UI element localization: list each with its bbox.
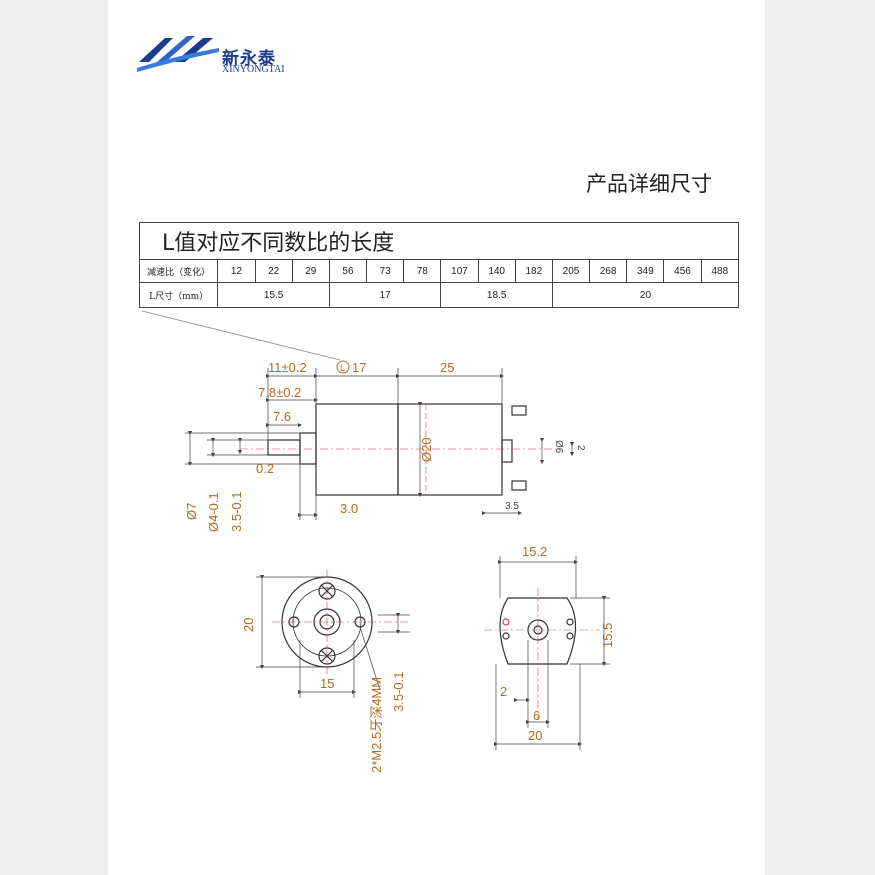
brand-name-en: XINYONGTAI xyxy=(222,64,285,75)
dim-3-0: 3.0 xyxy=(340,501,358,516)
gearbox-body xyxy=(315,403,399,496)
dim-20: 20 xyxy=(241,618,256,632)
ratio-cell: 488 xyxy=(700,259,740,283)
dim-15-2: 15.2 xyxy=(522,544,547,559)
dim-20: 20 xyxy=(528,728,542,743)
front-view-labels: 20 15 3.5-0.1 2*M2.5牙深4MM xyxy=(241,618,406,773)
dim-2: 2 xyxy=(500,684,507,699)
front-view-dimensions xyxy=(256,574,410,698)
dim-2: 2 xyxy=(575,445,586,451)
dim-3-5-tol: 3.5-0.1 xyxy=(391,672,406,712)
side-view-dimensions xyxy=(185,368,575,520)
section-title: 产品详细尺寸 xyxy=(586,172,712,196)
dim-7-6: 7.6 xyxy=(273,409,291,424)
length-cell: 15.5 xyxy=(217,282,330,308)
length-spec-table: L值对应不同数比的长度 减速比（变化） 12 22 29 56 73 78 10… xyxy=(138,222,740,308)
ratio-cell: 107 xyxy=(440,259,479,283)
side-view-labels: 11±0.2 L 17 25 7.8±0.2 7.6 0.2 3.0 Ø20 Ø… xyxy=(184,360,586,532)
length-cell: 18.5 xyxy=(440,282,553,308)
terminal-top xyxy=(511,405,527,416)
ratio-cell: 73 xyxy=(366,259,405,283)
dim-L: 17 xyxy=(352,360,366,375)
front-view xyxy=(272,570,410,676)
dim-3-5-tol: 3.5-0.1 xyxy=(229,492,244,532)
table-leader-line xyxy=(141,310,341,361)
length-cell: 20 xyxy=(551,282,740,308)
dim-11: 11±0.2 xyxy=(268,360,307,375)
rear-view-labels: 15.2 15.5 2 6 20 xyxy=(500,544,615,743)
rear-bushing xyxy=(501,439,513,463)
screw-hole-bottom xyxy=(318,647,336,665)
ratio-cell: 349 xyxy=(626,259,665,283)
ratio-cell: 29 xyxy=(291,259,330,283)
dim-15-5: 15.5 xyxy=(600,623,615,648)
ratio-cell: 268 xyxy=(589,259,628,283)
dim-6: 6 xyxy=(533,708,540,723)
length-row-label: L尺寸（mm） xyxy=(138,282,219,308)
brand-logo-mark xyxy=(137,36,219,72)
motor-body xyxy=(397,403,503,496)
dim-dia6: Ø6 xyxy=(553,440,564,454)
rear-view xyxy=(484,588,600,720)
length-symbol-icon xyxy=(336,360,350,374)
dim-3-5: 3.5 xyxy=(505,501,519,512)
dim-dia4: Ø4-0.1 xyxy=(206,492,221,532)
dim-15: 15 xyxy=(320,676,334,691)
rear-view-dimensions xyxy=(493,556,610,750)
ratio-cell: 182 xyxy=(514,259,553,283)
output-collar xyxy=(299,432,317,465)
dim-thread: 2*M2.5牙深4MM xyxy=(369,677,384,773)
ratio-cell: 456 xyxy=(663,259,702,283)
ratio-cell: 205 xyxy=(551,259,591,283)
terminal-bottom xyxy=(511,480,527,491)
output-shaft xyxy=(267,439,301,456)
length-symbol-label: L xyxy=(340,363,345,373)
dim-7-8: 7.8±0.2 xyxy=(258,385,301,400)
brand-name-cn: 新永泰 xyxy=(222,49,276,69)
rear-outline xyxy=(499,597,576,665)
dim-dia7: Ø7 xyxy=(184,503,199,520)
length-cell: 17 xyxy=(328,282,442,308)
dim-25: 25 xyxy=(440,360,454,375)
side-view xyxy=(240,403,560,496)
product-sheet xyxy=(108,0,765,875)
dim-0-2: 0.2 xyxy=(256,461,274,476)
dim-dia20: Ø20 xyxy=(419,437,434,462)
